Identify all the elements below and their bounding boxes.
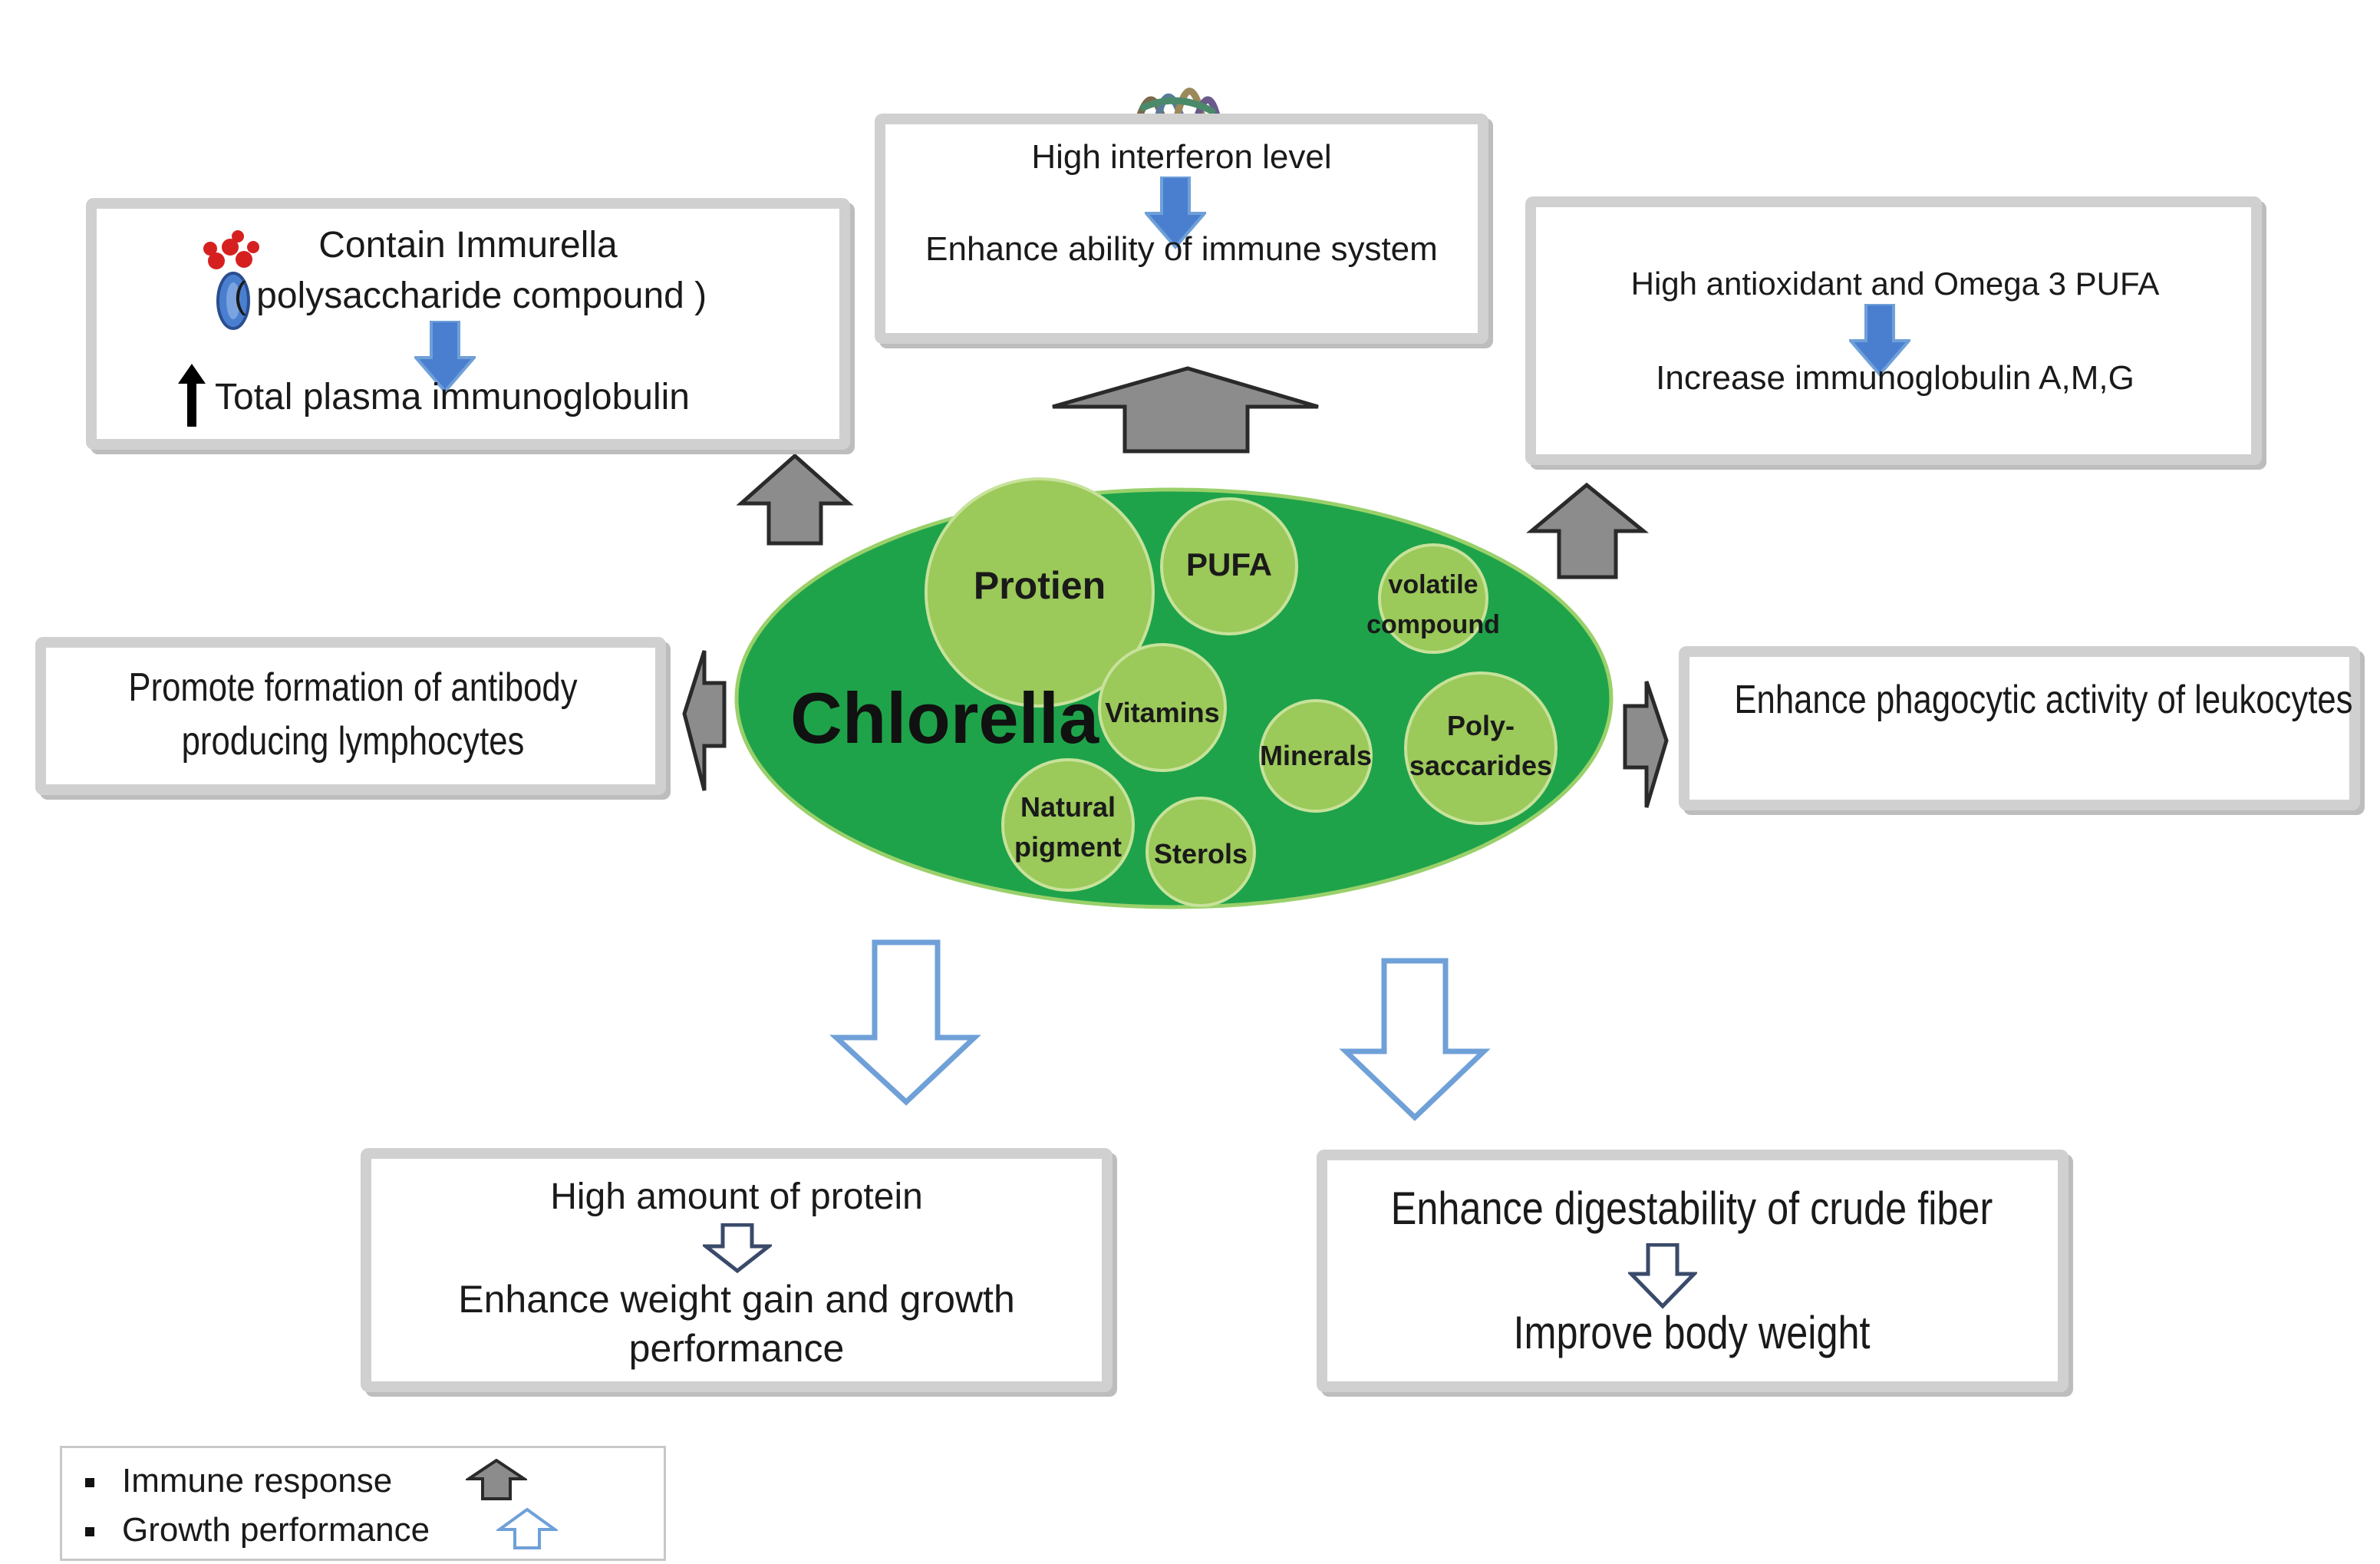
body-weight-label: Improve body weight [1513,1307,1871,1358]
component-polysaccarides: Poly-saccarides [1404,706,1558,786]
component-vitamins: Vitamins [1105,697,1220,728]
down-outline-arrow-icon [703,1223,772,1274]
immune-ability-label: Enhance ability of immune system [925,230,1438,268]
component-pufa: PUFA [1185,546,1272,582]
arrow-down-left [829,939,981,1106]
blue-outline-arrow-icon [496,1508,558,1549]
grey-arrow-icon [466,1459,527,1500]
bubble-sterols [1145,797,1256,907]
bullet-icon [85,1478,94,1488]
growth-arrows [829,939,1491,1121]
antioxidant-title: High antioxidant and Omega 3 PUFA [1630,266,2160,302]
polysaccarides-line: Poly-saccarides [1409,710,1553,781]
antibody-line1: Promote formation of antibody [128,665,578,710]
arrow-left [682,650,727,791]
box-antibody [35,637,666,795]
bubble-pigment [1001,758,1135,892]
immune-arrows [682,366,1669,808]
box-phagocytic [1679,646,2360,810]
phagocytic-label: Enhance phagocytic activity of leukocyte… [1734,678,2353,722]
interferon-title: High interferon level [1031,138,1332,176]
component-minerals: Minerals [1259,740,1373,771]
component-pigment: Natural pigment [999,787,1137,867]
bubble-vitamins [1098,643,1227,772]
digestability-title: Enhance digestability of crude fiber [1390,1183,1993,1234]
component-sterols: Sterols [1153,838,1248,869]
legend-immune-label: Immune response [122,1462,393,1500]
legend-growth-label: Growth performance [122,1511,430,1549]
arrow-up-right [1526,482,1650,579]
pigment-line: Natural pigment [1014,791,1122,863]
immurella-title: Contain Immurella [318,225,618,266]
bubble-pufa [1160,497,1298,635]
protein-title: High amount of protein [550,1176,923,1217]
down-blue-arrow-icon [1145,177,1206,250]
bubble-polysaccarides [1404,671,1558,825]
legend-growth: Growth performance [85,1511,430,1549]
down-blue-arrow-icon [1849,304,1910,378]
increase-arrow-icon [178,364,206,427]
box-immurella [86,198,850,450]
bubble-minerals [1259,699,1373,813]
bubble-volatile [1378,543,1488,654]
arrow-down-right [1339,958,1491,1121]
chlorella-title: Chlorella [790,678,1099,758]
immunoglobulin-amg-label: Increase immunoglobulin A,M,G [1656,359,2134,397]
down-blue-arrow-icon [414,321,476,394]
legend-immune: Immune response [85,1462,392,1500]
bubble-protein [925,477,1155,708]
component-bubbles [925,477,1558,907]
polysaccharide-molecule-icon [203,230,259,330]
arrow-up-left [736,453,854,546]
arrow-up-center [1052,366,1319,454]
immunoglobulin-label: Total plasma immunoglobulin [215,377,690,417]
volatile-line: volatile compound [1366,570,1500,639]
weight-gain-line2: performance [628,1327,845,1370]
bullet-icon [85,1527,94,1537]
antibody-line2: producing lymphocytes [181,719,525,764]
component-volatile: volatile compound [1350,565,1516,645]
polysaccharide-label: ( polysaccharide compound ) [233,276,707,316]
down-outline-arrow-icon [1628,1243,1697,1309]
legend: Immune response Growth performance [60,1446,666,1561]
arrow-right [1623,681,1669,808]
component-protein: Protien [973,564,1106,607]
weight-gain-line1: Enhance weight gain and growth [458,1278,1015,1321]
box-digestability [1317,1150,2068,1392]
